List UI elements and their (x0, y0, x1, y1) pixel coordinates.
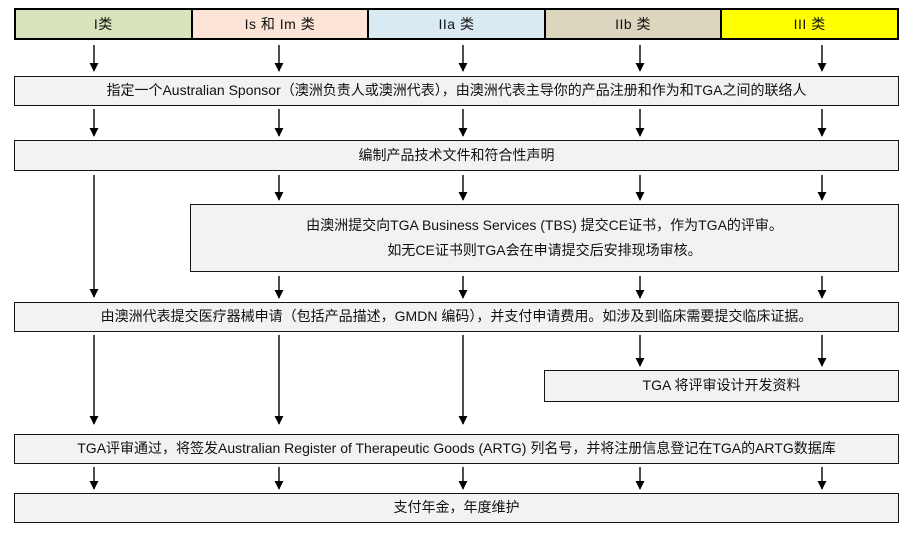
step-application-box: 由澳洲代表提交医疗器械申请（包括产品描述，GMDN 编码），并支付申请费用。如涉… (14, 302, 899, 332)
class-is-im-header: Is 和 Im 类 (190, 8, 370, 40)
step-design-review-box: TGA 将评审设计开发资料 (544, 370, 899, 402)
class-iib-header: IIb 类 (543, 8, 723, 40)
step-artg-listing-box: TGA评审通过，将签发Australian Register of Therap… (14, 434, 899, 464)
step-tbs-ce-box: 由澳洲提交向TGA Business Services (TBS) 提交CE证书… (190, 204, 899, 272)
step-tech-docs-box: 编制产品技术文件和符合性声明 (14, 140, 899, 171)
tbs-ce-line1: 由澳洲提交向TGA Business Services (TBS) 提交CE证书… (306, 216, 783, 233)
class-iii-header: III 类 (720, 8, 899, 40)
class-i-header: I类 (14, 8, 193, 40)
class-iia-header: IIa 类 (367, 8, 546, 40)
step-sponsor-box: 指定一个Australian Sponsor（澳洲负责人或澳洲代表），由澳洲代表… (14, 76, 899, 106)
step-annual-fee-box: 支付年金，年度维护 (14, 493, 899, 523)
tbs-ce-line2: 如无CE证书则TGA会在申请提交后安排现场审核。 (387, 241, 702, 258)
device-class-header-row: I类 Is 和 Im 类 IIa 类 IIb 类 III 类 (14, 8, 899, 40)
